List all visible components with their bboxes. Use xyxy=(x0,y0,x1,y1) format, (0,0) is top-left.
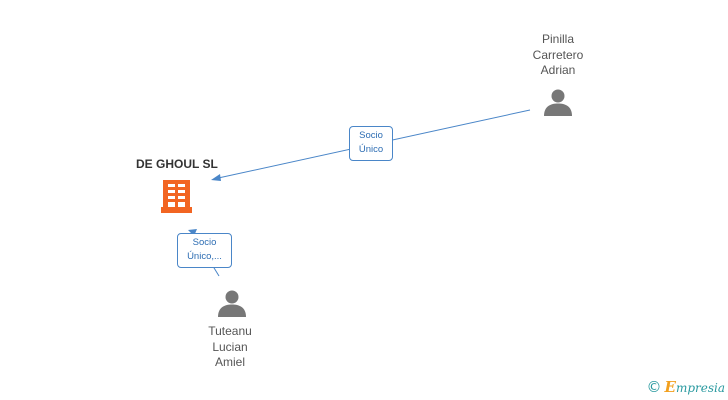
person-icon[interactable] xyxy=(218,290,246,318)
person-bottom-name-line: Amiel xyxy=(214,355,245,369)
company-name-label[interactable]: DE GHOUL SL xyxy=(136,157,218,171)
edge-label-line: Socio xyxy=(192,237,217,248)
company-name[interactable]: DE GHOUL SL xyxy=(136,157,218,171)
edge-label-line: Único,... xyxy=(187,251,222,262)
arrowhead-top-edge xyxy=(211,174,221,181)
edge-label-bottom[interactable]: Socio Único,... xyxy=(177,233,232,268)
edge-label-line: Único xyxy=(358,144,384,155)
person-top-name-line: Adrian xyxy=(540,63,576,77)
brand-rest: mpresia xyxy=(675,380,725,395)
person-bottom-label[interactable]: Tuteanu Lucian Amiel xyxy=(182,324,278,371)
edge-label-line: Socio xyxy=(359,130,383,141)
brand-logo: Empresia xyxy=(665,378,726,397)
brand-first-letter: E xyxy=(664,377,676,396)
building-icon[interactable] xyxy=(161,180,192,213)
person-top-name-line: Carretero xyxy=(532,47,584,62)
empresia-watermark: © Empresia xyxy=(646,378,726,397)
person-icon[interactable] xyxy=(544,89,572,117)
person-bottom-name-line: Lucian xyxy=(212,339,248,354)
person-top-name-line: Pinilla xyxy=(541,32,574,46)
edge-label-top[interactable]: Socio Único xyxy=(349,126,393,161)
person-bottom-name-line: Tuteanu xyxy=(208,324,252,338)
person-top-label[interactable]: Pinilla Carretero Adrian xyxy=(510,32,606,79)
copyright-icon: © xyxy=(646,378,662,396)
